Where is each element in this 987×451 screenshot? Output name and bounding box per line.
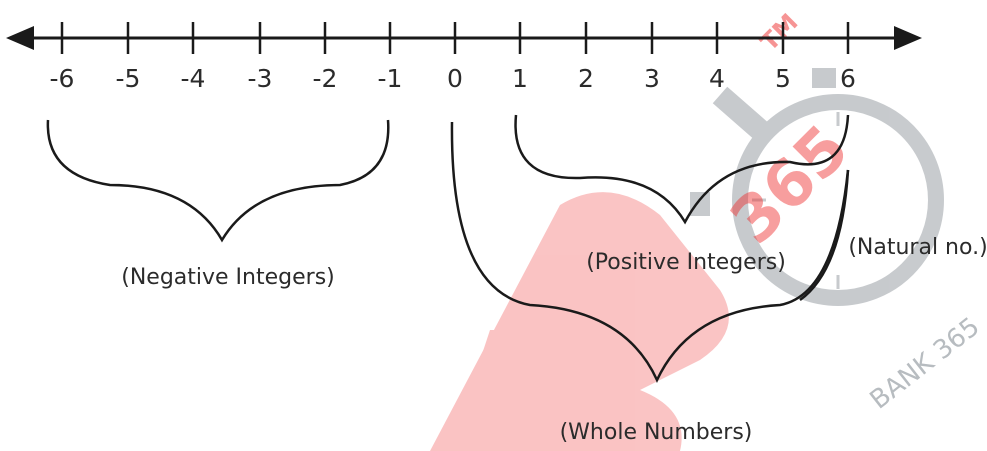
tick-marks [60, 22, 850, 54]
tick-label: -2 [312, 64, 338, 93]
tick-label: -1 [377, 64, 403, 93]
watermark-arc-text: BANK 365 [865, 312, 986, 416]
watermark-b-shape [430, 192, 729, 451]
tick-label: 0 [447, 64, 463, 93]
positive-integers-brace [514, 114, 850, 225]
whole-numbers-brace [450, 121, 850, 383]
watermark-b-shape-left [450, 330, 520, 451]
negative-integers-label: (Negative Integers) [121, 265, 335, 290]
tick-label: -4 [180, 64, 206, 93]
tick-label: 5 [775, 64, 791, 93]
positive-integers-label: (Positive Integers) [586, 250, 786, 275]
tick-label: -6 [49, 64, 75, 93]
watermark-logo [430, 192, 729, 451]
whole-numbers-label: (Whole Numbers) [559, 420, 753, 445]
tick-label: 4 [709, 64, 725, 93]
right-arrow-icon [894, 26, 922, 50]
left-arrow-icon [6, 26, 34, 50]
negative-integers-brace [46, 119, 390, 243]
stopwatch-icon [690, 68, 944, 306]
tick-label: 2 [578, 64, 594, 93]
tick-label: 3 [644, 64, 660, 93]
tick-label: 1 [512, 64, 528, 93]
natural-numbers-label: (Natural no.) [848, 235, 987, 260]
tick-label: -3 [247, 64, 273, 93]
tick-label: -5 [115, 64, 141, 93]
watermark-tm: TM [755, 8, 803, 56]
tick-label: 6 [840, 64, 856, 93]
